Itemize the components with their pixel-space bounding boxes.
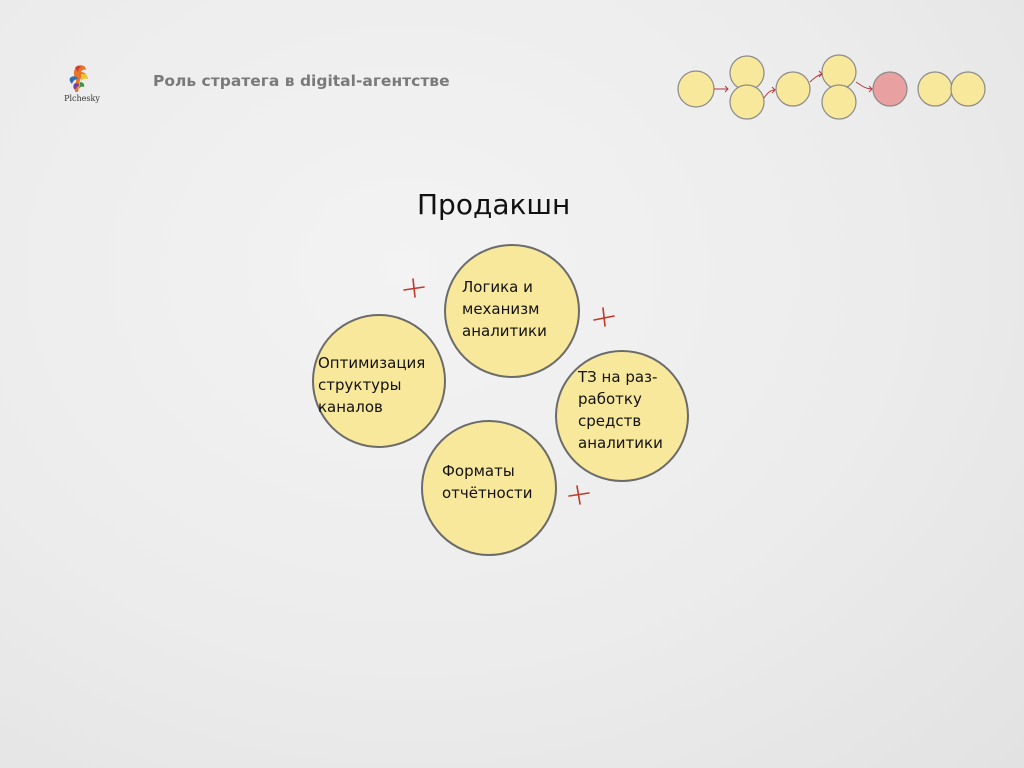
node-tz — [555, 350, 689, 482]
progress-step — [821, 84, 857, 120]
agency-logo — [69, 65, 88, 92]
progress-arrow — [763, 86, 776, 99]
node-formats-label: Форматы отчётности — [442, 462, 533, 502]
logo-text: Plchesky — [64, 94, 100, 103]
plus-mark — [568, 485, 590, 505]
progress-arrow — [855, 81, 873, 93]
header-title: Роль стратега в digital-агентстве — [153, 72, 450, 90]
node-logic — [444, 244, 580, 378]
node-logic-label: Логика и механизм аналитики — [462, 278, 547, 340]
slide-title: Продакшн — [417, 188, 571, 221]
progress-step — [821, 54, 857, 90]
node-tz-label: ТЗ на раз- работку средств аналитики — [578, 368, 663, 452]
progress-arrow — [714, 85, 729, 93]
progress-step — [729, 84, 765, 120]
progress-arrow — [809, 70, 823, 83]
plus-mark — [593, 307, 615, 327]
node-formats — [421, 420, 557, 556]
plus-mark — [403, 278, 425, 298]
node-optimization — [312, 314, 446, 448]
progress-flow — [677, 54, 986, 120]
progress-step — [917, 71, 953, 107]
progress-step — [775, 71, 811, 107]
progress-step — [950, 71, 986, 107]
progress-step-current — [872, 71, 908, 107]
node-optimization-label: Оптимизация структуры каналов — [318, 354, 426, 416]
progress-step — [677, 70, 715, 108]
